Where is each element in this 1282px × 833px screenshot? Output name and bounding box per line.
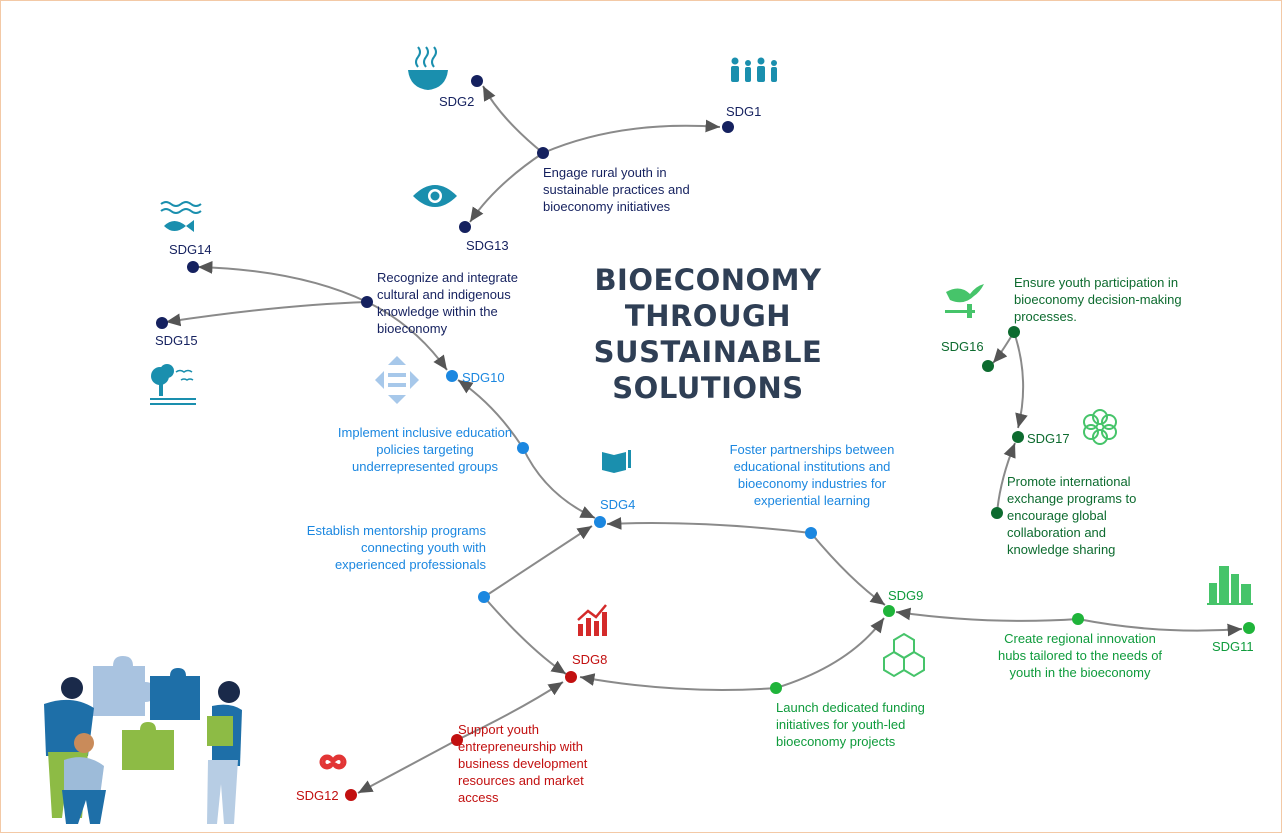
- sdg-label-sdg14: SDG14: [169, 242, 212, 257]
- node-sdg15: [156, 317, 168, 329]
- action-recognize-cultural: Recognize and integrate cultural and ind…: [377, 270, 518, 336]
- node-establish: [478, 591, 490, 603]
- node-sdg2: [471, 75, 483, 87]
- sdg-label-sdg17: SDG17: [1027, 431, 1070, 446]
- node-implement: [517, 442, 529, 454]
- cubes-icon: [883, 632, 925, 678]
- edge-engage-sdg13: [469, 152, 544, 223]
- diagram-title: BIOECONOMY THROUGH SUSTAINABLE SOLUTIONS: [590, 262, 826, 406]
- action-engage-rural: Engage rural youth in sustainable practi…: [543, 165, 690, 214]
- edge-ensure-sdg17: [1013, 331, 1028, 429]
- tree-birds-icon: [150, 364, 196, 405]
- edge-support-sdg12: [357, 739, 458, 794]
- node-sdg13: [459, 221, 471, 233]
- sdg-label-sdg16: SDG16: [941, 339, 984, 354]
- sdg-label-sdg12: SDG12: [296, 788, 339, 803]
- edge-establish-sdg8: [483, 596, 567, 675]
- node-sdg10: [446, 370, 458, 382]
- equality-arrows-icon: [375, 356, 419, 404]
- edge-implement-sdg4: [522, 447, 596, 519]
- edge-launch-sdg9: [775, 617, 885, 689]
- edge-foster-sdg4: [606, 516, 812, 534]
- title-line: THROUGH: [624, 299, 792, 333]
- title-line: SUSTAINABLE: [593, 335, 823, 369]
- action-implement-inclusive: Implement inclusive education policies t…: [337, 425, 513, 474]
- node-create: [1072, 613, 1084, 625]
- action-launch-funding: Launch dedicated funding initiatives for…: [776, 700, 925, 749]
- node-sdg4: [594, 516, 606, 528]
- sdg-label-sdg1: SDG1: [726, 104, 762, 119]
- node-engage: [537, 147, 549, 159]
- action-establish-mentorship: Establish mentorship programs connecting…: [306, 523, 486, 572]
- food-bowl-icon: [408, 46, 448, 90]
- action-ensure-participation: Ensure youth participation in bioeconomy…: [1014, 275, 1182, 324]
- edge-establish-sdg4: [483, 525, 593, 598]
- node-sdg11: [1243, 622, 1255, 634]
- edge-recognize-sdg15: [165, 301, 368, 327]
- sdg-label-sdg2: SDG2: [439, 94, 475, 109]
- sdg-label-sdg10: SDG10: [462, 370, 505, 385]
- node-sdg8: [565, 671, 577, 683]
- node-recognize: [361, 296, 373, 308]
- sdg-label-sdg8: SDG8: [572, 652, 608, 667]
- city-buildings-icon: [1207, 566, 1253, 605]
- sdg-label-sdg9: SDG9: [888, 588, 924, 603]
- edge-promote-sdg17: [996, 442, 1016, 514]
- rings-flower-icon: [1083, 409, 1117, 445]
- node-sdg17: [1012, 431, 1024, 443]
- node-sdg14: [187, 261, 199, 273]
- node-sdg1: [722, 121, 734, 133]
- edge-launch-sdg8: [579, 673, 777, 691]
- eye-globe-icon: [413, 185, 457, 207]
- edge-engage-sdg2: [482, 85, 544, 154]
- node-launch: [770, 682, 782, 694]
- action-foster-partnerships: Foster partnerships between educational …: [729, 442, 895, 508]
- edge-recognize-sdg14: [197, 261, 368, 303]
- sdg-label-sdg13: SDG13: [466, 238, 509, 253]
- edge-implement-sdg10: [457, 379, 524, 449]
- title-line: SOLUTIONS: [612, 371, 804, 405]
- connectors: [165, 85, 1243, 794]
- node-sdg12: [345, 789, 357, 801]
- sdg-label-sdg4: SDG4: [600, 497, 636, 512]
- action-promote-exchange: Promote international exchange programs …: [1007, 474, 1137, 557]
- fish-waves-icon: [160, 201, 202, 232]
- edge-support-sdg8: [456, 681, 564, 741]
- edge-engage-sdg1: [542, 119, 721, 154]
- sdg-label-sdg11: SDG11: [1212, 639, 1254, 654]
- open-book-icon: [602, 450, 631, 473]
- edge-foster-sdg9: [810, 532, 886, 606]
- infinity-icon: [319, 754, 347, 770]
- edge-create-sdg11: [1077, 618, 1243, 637]
- action-support-entrepreneurship: Support youth entrepreneurship with busi…: [458, 722, 588, 805]
- sdg-label-sdg15: SDG15: [155, 333, 198, 348]
- node-foster: [805, 527, 817, 539]
- people-puzzle-illustration: [44, 656, 242, 824]
- growth-chart-icon: [577, 604, 607, 636]
- node-sdg16: [982, 360, 994, 372]
- nodes: [156, 75, 1255, 801]
- people-family-icon: [731, 57, 777, 82]
- node-ensure: [1008, 326, 1020, 338]
- node-support: [451, 734, 463, 746]
- dove-gavel-icon: [945, 284, 984, 318]
- edge-recognize-sdg10: [366, 301, 448, 371]
- action-create-hubs: Create regional innovation hubs tailored…: [997, 631, 1163, 680]
- edge-create-sdg9: [895, 607, 1079, 622]
- node-sdg9: [883, 605, 895, 617]
- title-line: BIOECONOMY: [594, 263, 822, 297]
- node-promote: [991, 507, 1003, 519]
